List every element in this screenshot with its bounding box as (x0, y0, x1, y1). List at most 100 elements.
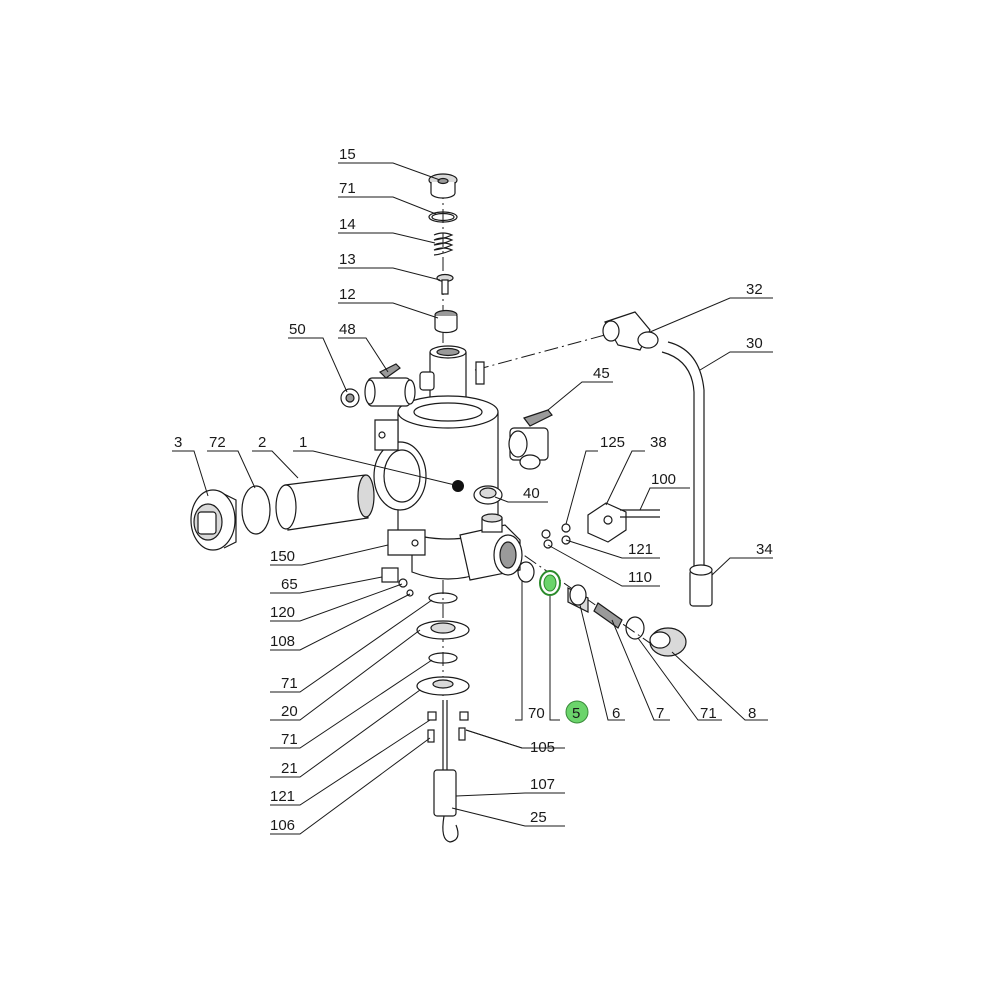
callout-20[interactable]: 20 (281, 703, 298, 720)
callout-label-106: 106 (270, 817, 295, 834)
part-12-bushing (434, 309, 458, 334)
callout-label-25: 25 (530, 809, 547, 826)
callout-label-14: 14 (339, 216, 356, 233)
callout-label-150: 150 (270, 548, 295, 565)
callout-125[interactable]: 125 (600, 434, 625, 451)
callout-48[interactable]: 48 (339, 321, 356, 338)
part-32-elbow (602, 311, 659, 351)
callout-65[interactable]: 65 (281, 576, 298, 593)
callout-120[interactable]: 120 (270, 604, 295, 621)
callout-label-12: 12 (339, 286, 356, 303)
part-105-screws (427, 711, 469, 743)
callout-label-107: 107 (530, 776, 555, 793)
parts-drawing (190, 173, 713, 843)
part-50-plug (340, 388, 360, 408)
callout-108[interactable]: 108 (270, 633, 295, 650)
callout-label-71-b1: 71 (281, 675, 298, 692)
part-13-pin (436, 273, 454, 295)
callout-100[interactable]: 100 (651, 471, 676, 488)
callout-5-selected[interactable]: 5 (565, 700, 589, 724)
part-30-tube (661, 341, 705, 568)
callout-label-5: 5 (572, 705, 580, 722)
callout-106[interactable]: 106 (270, 817, 295, 834)
callout-label-20: 20 (281, 703, 298, 720)
callout-12[interactable]: 12 (339, 286, 356, 303)
part-5-ring (539, 570, 561, 596)
callout-21[interactable]: 21 (281, 760, 298, 777)
part-nuts (541, 523, 571, 549)
part-14-spring (433, 232, 454, 256)
callout-70[interactable]: 70 (528, 705, 545, 722)
callout-2[interactable]: 2 (258, 434, 266, 451)
callout-label-8: 8 (748, 705, 756, 722)
callout-label-65: 65 (281, 576, 298, 593)
callout-label-21: 21 (281, 760, 298, 777)
callout-38[interactable]: 38 (650, 434, 667, 451)
part-65-clip (381, 567, 399, 583)
callout-label-125: 125 (600, 434, 625, 451)
callout-71-side[interactable]: 71 (700, 705, 717, 722)
callout-label-121-bottom: 121 (270, 788, 295, 805)
callout-150[interactable]: 150 (270, 548, 295, 565)
callout-8[interactable]: 8 (748, 705, 756, 722)
callout-label-15: 15 (339, 146, 356, 163)
callout-label-2: 2 (258, 434, 266, 451)
callout-32[interactable]: 32 (746, 281, 763, 298)
part-70-oring (517, 561, 535, 583)
part-71-oring-side (625, 616, 645, 640)
callout-13[interactable]: 13 (339, 251, 356, 268)
callout-1[interactable]: 1 (299, 434, 307, 451)
part-3-cover (190, 489, 237, 551)
callout-105[interactable]: 105 (530, 739, 555, 756)
callout-label-38: 38 (650, 434, 667, 451)
callout-label-72: 72 (209, 434, 226, 451)
callout-71-top[interactable]: 71 (339, 180, 356, 197)
part-71-oring-top (428, 211, 458, 223)
callout-label-71-side: 71 (700, 705, 717, 722)
callout-label-71-top: 71 (339, 180, 356, 197)
callout-121-right[interactable]: 121 (628, 541, 653, 558)
callout-45[interactable]: 45 (593, 365, 610, 382)
callout-121-bottom[interactable]: 121 (270, 788, 295, 805)
part-71-oring-b1 (428, 592, 458, 604)
callout-label-71-b2: 71 (281, 731, 298, 748)
callout-label-30: 30 (746, 335, 763, 352)
callout-label-6: 6 (612, 705, 620, 722)
callout-label-50: 50 (289, 321, 306, 338)
callout-14[interactable]: 14 (339, 216, 356, 233)
callout-72[interactable]: 72 (209, 434, 226, 451)
part-40-nut (473, 485, 503, 505)
part-1-body (373, 345, 499, 580)
leader-lines (172, 162, 773, 835)
callout-labels: 15 71 14 13 12 50 48 32 30 45 3 72 2 1 1… (174, 146, 773, 834)
callout-15[interactable]: 15 (339, 146, 356, 163)
callout-107[interactable]: 107 (530, 776, 555, 793)
part-120-washer (398, 578, 408, 588)
callout-label-32: 32 (746, 281, 763, 298)
part-34-fitting (689, 564, 713, 607)
callout-50[interactable]: 50 (289, 321, 306, 338)
callout-40[interactable]: 40 (523, 485, 540, 502)
callout-label-48: 48 (339, 321, 356, 338)
callout-label-7: 7 (656, 705, 664, 722)
callout-25[interactable]: 25 (530, 809, 547, 826)
callout-label-3: 3 (174, 434, 182, 451)
callout-6[interactable]: 6 (612, 705, 620, 722)
callout-7[interactable]: 7 (656, 705, 664, 722)
callout-110[interactable]: 110 (628, 569, 652, 586)
part-71-oring-b2 (428, 652, 458, 664)
callout-label-110: 110 (628, 569, 652, 586)
callout-71-b1[interactable]: 71 (281, 675, 298, 692)
callout-3[interactable]: 3 (174, 434, 182, 451)
part-2-filter (275, 474, 375, 531)
callout-30[interactable]: 30 (746, 335, 763, 352)
callout-label-108: 108 (270, 633, 295, 650)
callout-71-b2[interactable]: 71 (281, 731, 298, 748)
callout-34[interactable]: 34 (756, 541, 773, 558)
callout-label-1: 1 (299, 434, 307, 451)
part-8-plug (649, 627, 687, 657)
highlight-circle-5 (565, 700, 589, 724)
callout-label-34: 34 (756, 541, 773, 558)
part-38-block (587, 502, 627, 543)
